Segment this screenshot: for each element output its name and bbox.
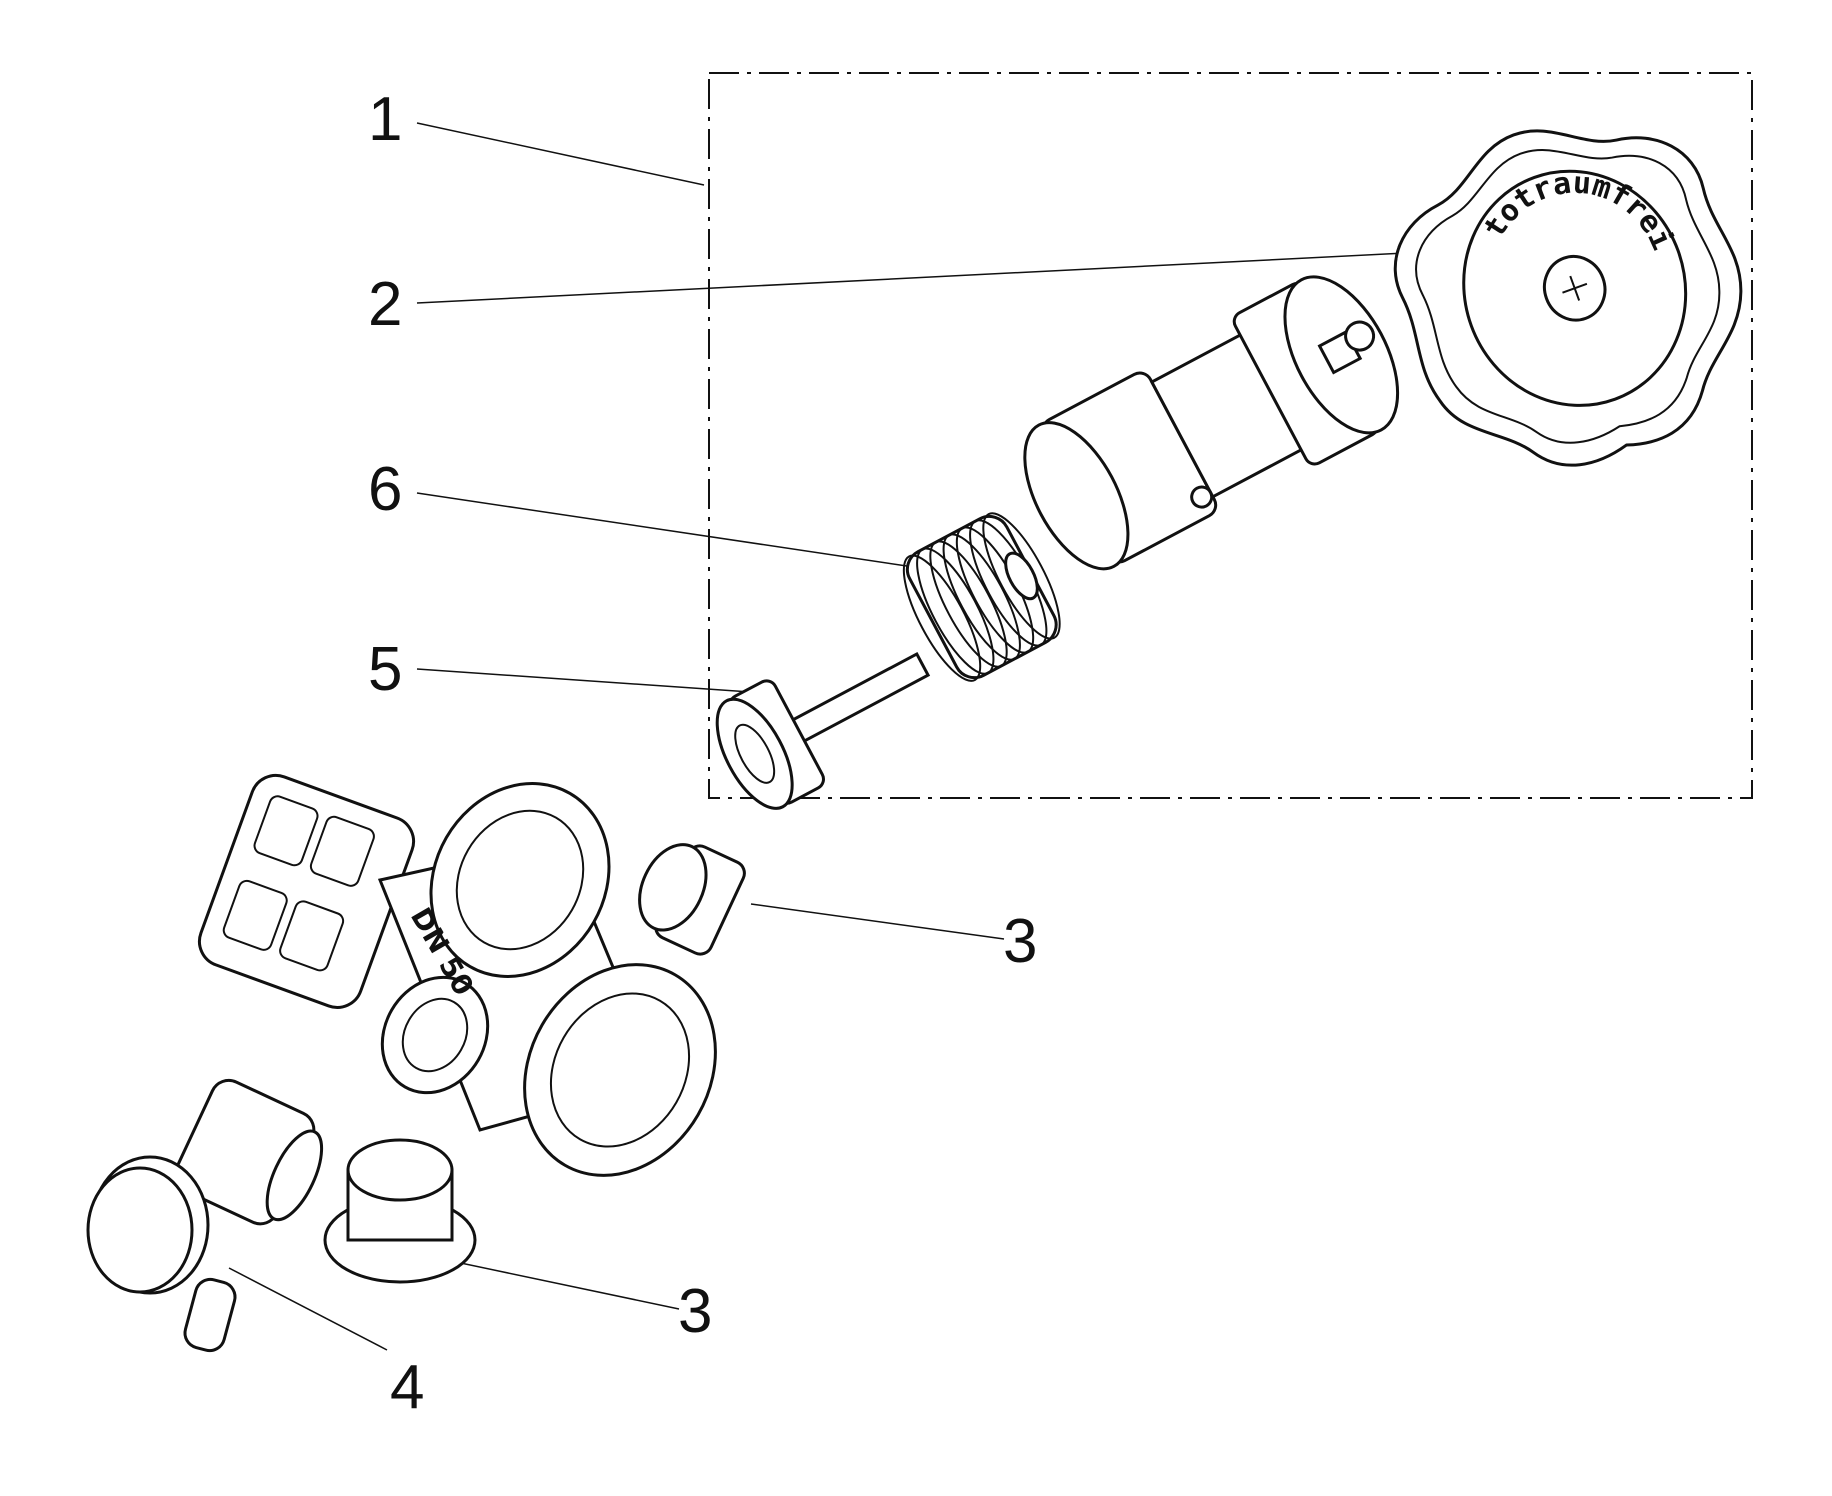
callout-4: 4 bbox=[390, 1353, 424, 1422]
callout-5: 5 bbox=[368, 635, 402, 704]
leader-lines bbox=[228, 122, 1427, 1351]
plug-lower-part bbox=[323, 1138, 477, 1284]
bonnet-part bbox=[1023, 275, 1400, 571]
leader-line-4 bbox=[228, 1267, 388, 1351]
leader-line-2 bbox=[416, 251, 1427, 304]
leader-line-5 bbox=[416, 668, 766, 694]
leader-line-1 bbox=[416, 122, 705, 186]
callout-6: 6 bbox=[368, 455, 402, 524]
assembly-group-box bbox=[708, 72, 1753, 799]
callout-1: 1 bbox=[368, 85, 402, 154]
callout-2: 2 bbox=[368, 270, 402, 339]
valve-disc-part bbox=[715, 651, 931, 810]
leader-line-6 bbox=[416, 492, 928, 570]
plug-upper-part bbox=[638, 843, 746, 956]
spring-part bbox=[902, 512, 1061, 682]
callout-3-upper: 3 bbox=[1003, 907, 1037, 976]
leader-line-3a bbox=[750, 903, 1005, 940]
valve-body-part: DN 50 bbox=[197, 773, 717, 1177]
handwheel-part bbox=[1393, 129, 1743, 467]
callout-labels: 1 2 6 5 3 3 4 bbox=[368, 85, 1037, 1422]
callout-3-lower: 3 bbox=[678, 1277, 712, 1346]
drain-valve-part bbox=[86, 1078, 324, 1353]
